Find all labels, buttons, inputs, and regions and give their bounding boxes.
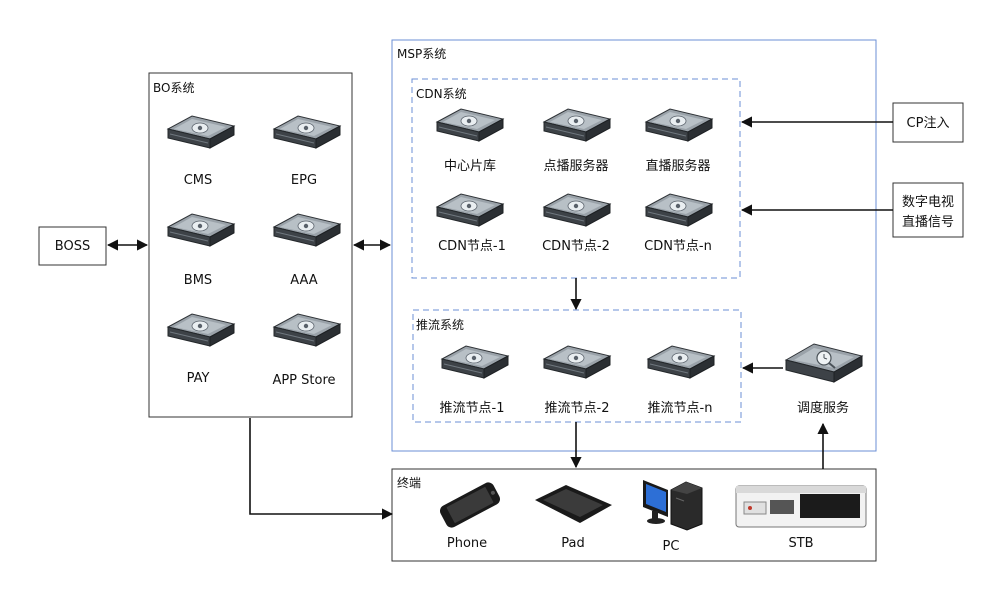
cdn-item-node-1: CDN节点-1 [436,193,506,254]
bo-item-epg: EPG [273,115,341,188]
cdn-item-node-2: CDN节点-2 [542,193,611,254]
svg-text:推流节点-2: 推流节点-2 [545,401,610,416]
desktop-pc-icon [643,480,703,531]
push-item-node-2: 推流节点-2 [543,345,611,416]
bo-item-pay: PAY [167,313,235,386]
bo-terminal-link [249,418,394,520]
push-item-node-n: 推流节点-n [647,345,715,416]
svg-text:STB: STB [788,536,813,551]
dtv-signal-node: 数字电视 直播信号 [892,182,964,238]
terminal-item-pc: PC [643,480,703,554]
connectors [106,116,893,520]
cdn-item-central-library: 中心片库 [436,108,504,174]
push-system-title: 推流系统 [416,318,464,332]
server-icon [645,193,713,227]
server-icon [543,193,611,227]
boss-node: BOSS [38,226,107,266]
set-top-box-icon [735,485,867,528]
terminal-item-pad: Pad [535,485,612,551]
bo-item-aaa: AAA [273,213,341,288]
server-icon [543,345,611,379]
server-icon [543,108,611,142]
server-icon [645,108,713,142]
scheduler-label: 调度服务 [797,400,849,416]
cdn-item-vod-server: 点播服务器 [543,108,611,174]
terminal-item-phone: Phone [439,482,501,551]
svg-text:BMS: BMS [184,273,212,288]
bo-system-title: BO系统 [153,81,194,95]
cdn-item-node-n: CDN节点-n [644,193,713,254]
phone-icon [439,482,501,528]
push-item-node-1: 推流节点-1 [440,345,509,416]
bo-item-cms: CMS [167,115,235,188]
server-icon [647,345,715,379]
server-icon [436,108,504,142]
cdn-system-title: CDN系统 [416,87,467,101]
svg-text:推流节点-1: 推流节点-1 [440,401,505,416]
scheduler-node: 调度服务 [785,343,863,416]
svg-text:Pad: Pad [561,536,584,551]
svg-text:CMS: CMS [184,173,213,188]
cp-inject-label: CP注入 [907,116,950,131]
svg-text:点播服务器: 点播服务器 [543,158,608,174]
svg-text:APP Store: APP Store [272,373,335,388]
boss-label: BOSS [55,239,90,254]
bo-item-app-store: APP Store [272,313,341,388]
svg-text:推流节点-n: 推流节点-n [648,401,713,416]
svg-text:CDN节点-n: CDN节点-n [644,239,712,254]
tablet-icon [535,485,612,523]
svg-text:EPG: EPG [291,173,317,188]
magnifier-server-icon [785,343,863,383]
dtv-signal-line1: 数字电视 [902,195,954,210]
cp-inject-node: CP注入 [892,102,964,143]
server-icon [436,193,504,227]
dtv-signal-line2: 直播信号 [902,215,954,230]
svg-text:中心片库: 中心片库 [444,158,496,174]
svg-text:直播服务器: 直播服务器 [645,158,710,174]
svg-text:Phone: Phone [447,536,487,551]
svg-text:CDN节点-2: CDN节点-2 [542,239,610,254]
svg-text:CDN节点-1: CDN节点-1 [438,239,506,254]
terminal-title: 终端 [397,475,421,490]
terminal-item-stb: STB [735,485,867,551]
svg-text:PAY: PAY [187,371,210,386]
svg-text:PC: PC [663,539,680,554]
msp-system-box: MSP系统 [391,39,877,452]
server-icon [441,345,509,379]
cdn-item-live-server: 直播服务器 [645,108,713,174]
msp-system-title: MSP系统 [397,47,446,61]
svg-text:AAA: AAA [290,273,318,288]
bo-item-bms: BMS [167,213,235,288]
